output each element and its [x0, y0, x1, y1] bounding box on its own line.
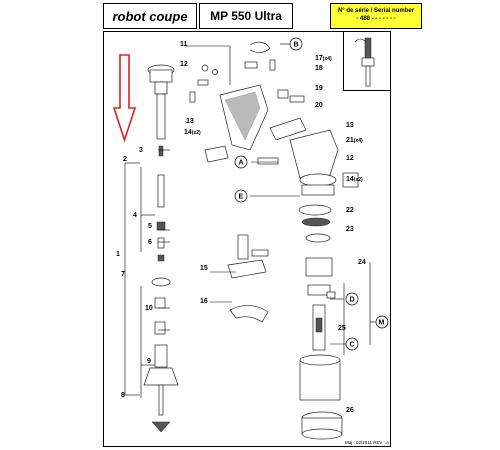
callout-c: C	[350, 342, 355, 349]
serial-label: N° de série / Serial number	[337, 8, 415, 14]
callout-21: 21(x4)	[346, 137, 363, 144]
callout-b-circle	[289, 37, 303, 51]
serial-value: - 488 - - - - - - -	[356, 16, 396, 22]
callout-m-circle	[375, 315, 389, 329]
callout-a-circle	[234, 155, 248, 169]
callout-e: E	[239, 194, 244, 201]
callout-26: 26	[346, 407, 354, 414]
serial-number-box: N° de série / Serial number - 488 - - - …	[330, 3, 422, 29]
callout-19: 19	[315, 85, 323, 92]
callout-20: 20	[315, 102, 323, 109]
callout-4: 4	[133, 212, 137, 219]
callout-1: 1	[116, 251, 120, 258]
robot-coupe-logo: robot coupe	[103, 3, 197, 29]
callout-15: 15	[200, 265, 208, 272]
callout-22: 22	[346, 207, 354, 214]
callout-e-circle	[234, 189, 248, 203]
callout-d: D	[350, 297, 355, 304]
callout-d-circle	[345, 292, 359, 306]
callout-12a: 12	[180, 61, 188, 68]
callout-14a: 14(x2)	[184, 129, 201, 136]
callout-13b: 13	[346, 122, 354, 129]
callout-24: 24	[358, 259, 366, 266]
callout-18: 18	[315, 65, 323, 72]
red-arrow-icon	[112, 54, 137, 143]
callout-a: A	[239, 160, 244, 167]
callout-10: 10	[145, 305, 153, 312]
callout-5: 5	[148, 223, 152, 230]
callout-c-circle	[345, 337, 359, 351]
callout-9: 9	[147, 358, 151, 365]
callout-3: 3	[139, 147, 143, 154]
callout-25: 25	[338, 325, 346, 332]
callout-12b: 12	[346, 155, 354, 162]
callout-17: 17(x4)	[315, 55, 332, 62]
handle-assembly	[189, 41, 307, 165]
cable-clamp-parts	[227, 234, 269, 323]
callout-14b: 14(x2)	[346, 176, 363, 183]
callout-b: B	[294, 42, 299, 49]
callout-11: 11	[180, 41, 188, 48]
revision-footer: Maj : 02/2011 REV : a	[345, 440, 389, 445]
callout-16: 16	[200, 298, 208, 305]
mixer-thumbnail-icon	[354, 37, 375, 87]
callout-13a: 13	[186, 118, 194, 125]
model-name: MP 550 Ultra	[199, 3, 293, 29]
callout-7: 7	[121, 271, 125, 278]
motor-assembly	[289, 129, 359, 440]
callout-23: 23	[346, 226, 354, 233]
callout-8: 8	[121, 392, 125, 399]
shaft-assembly	[143, 64, 179, 433]
callout-m: M	[379, 320, 385, 327]
callout-2: 2	[123, 156, 127, 163]
callout-6: 6	[148, 239, 152, 246]
